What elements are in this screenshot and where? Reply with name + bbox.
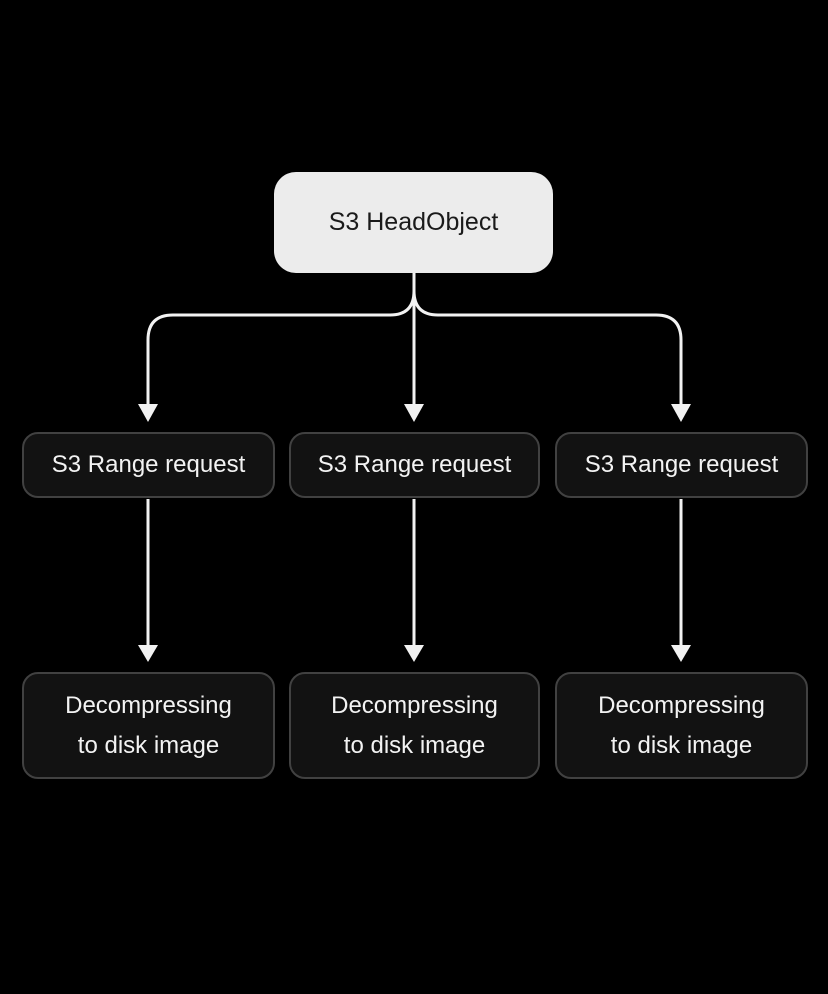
arrowhead-decompress-3	[671, 645, 691, 662]
node-s3-headobject-label: S3 HeadObject	[328, 208, 499, 236]
node-s3-range-request-2-label: S3 Range request	[317, 451, 512, 478]
node-decompressing-3-label: Decompressing to disk image	[598, 691, 765, 759]
node-s3-headobject: S3 HeadObject	[274, 172, 553, 273]
node-decompressing-1: Decompressing to disk image	[22, 672, 275, 779]
node-s3-range-request-3: S3 Range request	[555, 432, 808, 498]
node-decompressing-2: Decompressing to disk image	[289, 672, 540, 779]
node-s3-range-request-2: S3 Range request	[289, 432, 540, 498]
node-decompressing-2-label: Decompressing to disk image	[331, 691, 498, 759]
node-s3-range-request-3-label: S3 Range request	[584, 451, 779, 478]
arrowhead-range-1	[138, 404, 158, 422]
arrowhead-decompress-2	[404, 645, 424, 662]
connector-root-to-range-1	[146, 290, 416, 405]
node-decompressing-3: Decompressing to disk image	[555, 672, 808, 779]
node-s3-range-request-1-label: S3 Range request	[51, 451, 246, 478]
node-decompressing-1-label: Decompressing to disk image	[65, 691, 232, 759]
node-s3-range-request-1: S3 Range request	[22, 432, 275, 498]
arrowhead-range-2	[404, 404, 424, 422]
connector-root-to-range-3	[412, 290, 683, 405]
arrowhead-decompress-1	[138, 645, 158, 662]
arrowhead-range-3	[671, 404, 691, 422]
